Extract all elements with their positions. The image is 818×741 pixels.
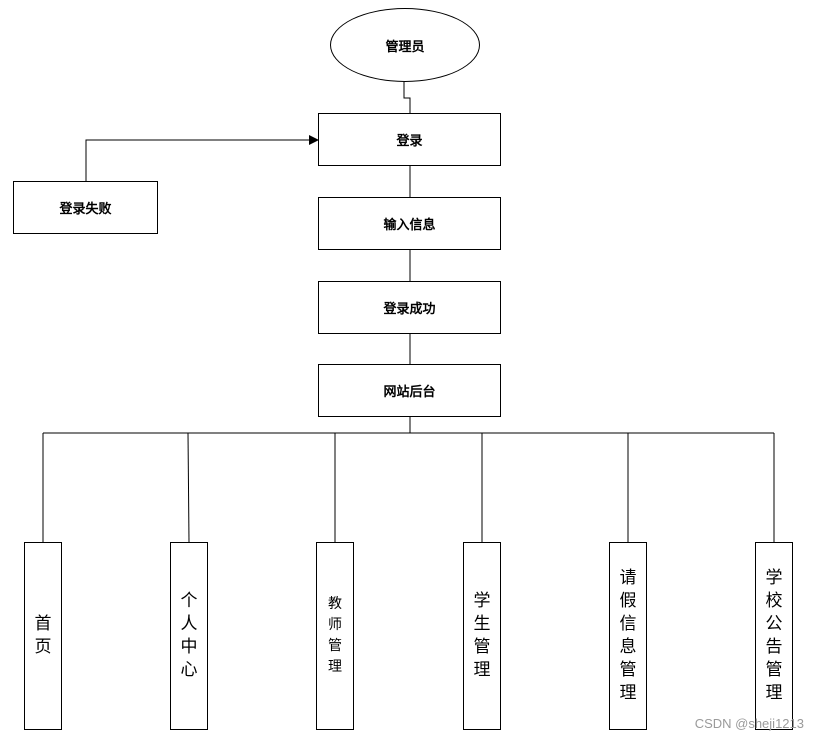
module-student-management-label: 学生管理 [473, 591, 491, 680]
connector-failed-login [85, 135, 319, 181]
connector-admin-login [403, 82, 411, 113]
login-label: 登录 [396, 134, 423, 149]
login-success-box: 登录成功 [318, 281, 501, 334]
login-failed-box: 登录失败 [13, 181, 158, 234]
input-info-box: 输入信息 [318, 197, 501, 250]
module-teacher-management: 教师管理 [316, 542, 354, 730]
module-home-label: 首页 [34, 614, 52, 657]
module-notice-management-label: 学校公告管理 [765, 568, 783, 703]
watermark: CSDN @sheji1213 [694, 716, 804, 731]
admin-ellipse: 管理员 [330, 8, 480, 82]
drop-module-2 [187, 432, 190, 543]
module-home: 首页 [24, 542, 62, 730]
module-notice-management: 学校公告管理 [755, 542, 793, 730]
module-student-management: 学生管理 [463, 542, 501, 730]
backend-label: 网站后台 [383, 385, 436, 400]
backend-box: 网站后台 [318, 364, 501, 417]
module-leave-management-label: 请假信息管理 [619, 568, 637, 703]
admin-label: 管理员 [385, 39, 425, 55]
module-personal-center: 个人中心 [170, 542, 208, 730]
module-teacher-management-label: 教师管理 [327, 596, 342, 675]
login-failed-label: 登录失败 [59, 202, 112, 217]
login-success-label: 登录成功 [383, 302, 436, 317]
input-info-label: 输入信息 [383, 218, 436, 233]
module-personal-center-label: 个人中心 [180, 591, 198, 680]
login-box: 登录 [318, 113, 501, 166]
module-leave-management: 请假信息管理 [609, 542, 647, 730]
